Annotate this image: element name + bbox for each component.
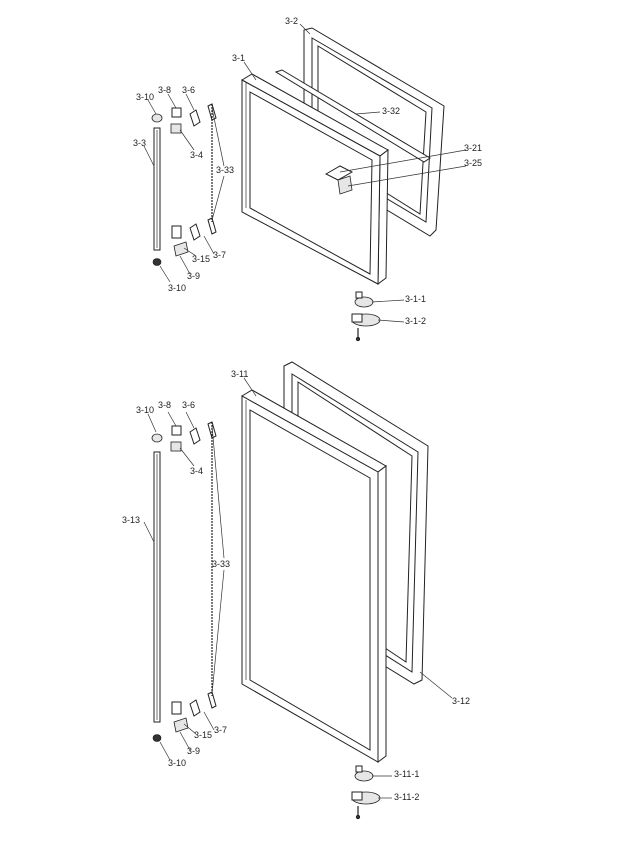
label-3-13: 3-13 (122, 515, 140, 525)
lower-leader-lines (143, 377, 453, 799)
label-3-8-lower: 3-8 (158, 400, 171, 410)
label-3-1-1: 3-1-1 (405, 294, 426, 304)
upper-door-panel (240, 73, 389, 286)
label-3-33-lower: 3-33 (212, 559, 230, 569)
lower-hinge-parts (351, 765, 381, 820)
label-3-25: 3-25 (464, 158, 482, 168)
label-3-10-bottom-lower: 3-10 (168, 758, 186, 768)
upper-rod (151, 113, 163, 266)
label-3-6: 3-6 (182, 85, 195, 95)
lower-clips (170, 421, 217, 733)
label-3-15: 3-15 (192, 254, 210, 264)
upper-labels: 3-2 3-1 3-32 3-21 3-25 3-1-1 3-1-2 3-10 … (133, 16, 482, 326)
label-3-21: 3-21 (464, 143, 482, 153)
lower-rod (151, 433, 163, 742)
label-3-9: 3-9 (187, 271, 200, 281)
label-3-8: 3-8 (158, 85, 171, 95)
label-3-11-2: 3-11-2 (394, 792, 419, 802)
label-3-11-1: 3-11-1 (394, 769, 419, 779)
label-3-10-bottom: 3-10 (168, 283, 186, 293)
lower-door-panel (241, 389, 387, 763)
upper-door-assembly: 3-2 3-1 3-32 3-21 3-25 3-1-1 3-1-2 3-10 … (133, 16, 482, 342)
lower-door-assembly: 3-11 3-12 3-11-1 3-11-2 3-10 3-13 3-8 3-… (122, 361, 470, 820)
label-3-6-lower: 3-6 (182, 400, 195, 410)
label-3-9-lower: 3-9 (187, 746, 200, 756)
label-3-10-top: 3-10 (136, 92, 154, 102)
upper-handle-strip (274, 69, 431, 163)
label-3-7: 3-7 (213, 250, 226, 260)
label-3-1: 3-1 (232, 53, 245, 63)
label-3-12: 3-12 (452, 696, 470, 706)
upper-hinge-parts (351, 291, 381, 342)
label-3-1-2: 3-1-2 (405, 316, 426, 326)
label-3-2: 3-2 (285, 16, 298, 26)
label-3-10-top-lower: 3-10 (136, 405, 154, 415)
upper-plate (324, 165, 354, 181)
label-3-15-lower: 3-15 (194, 730, 212, 740)
upper-clips (170, 103, 217, 257)
label-3-32: 3-32 (382, 106, 400, 116)
label-3-11: 3-11 (231, 369, 248, 379)
label-3-7-lower: 3-7 (214, 725, 227, 735)
label-3-4-lower: 3-4 (190, 466, 203, 476)
upper-block (337, 175, 353, 195)
label-3-33: 3-33 (216, 165, 234, 175)
label-3-4: 3-4 (190, 150, 203, 160)
lower-labels: 3-11 3-12 3-11-1 3-11-2 3-10 3-13 3-8 3-… (122, 369, 470, 802)
label-3-3: 3-3 (133, 138, 146, 148)
upper-leader-lines (143, 23, 467, 323)
